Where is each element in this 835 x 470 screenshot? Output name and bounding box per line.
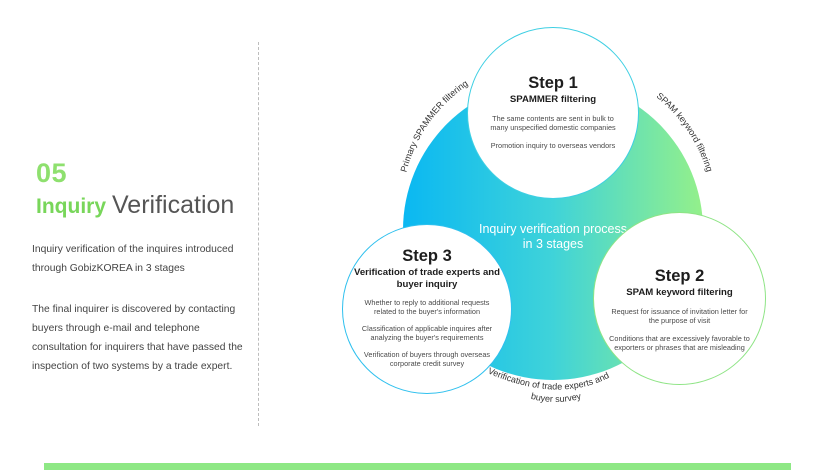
section-title-rest: Verification bbox=[112, 191, 235, 219]
section-title-strong: Inquiry bbox=[36, 195, 107, 218]
arc-label-verification-line2: buyer survey bbox=[530, 391, 582, 404]
section-number: 05 bbox=[36, 158, 68, 188]
step-3-item: Whether to reply to additional requests … bbox=[364, 298, 490, 317]
step-1-subtitle: SPAMMER filtering bbox=[509, 94, 597, 105]
step-3-circle: Step 3 Verification of trade experts and… bbox=[342, 224, 512, 394]
step-1-circle: Step 1 SPAMMER filtering The same conten… bbox=[467, 27, 639, 199]
step-3-title: Step 3 bbox=[402, 247, 452, 265]
bottom-accent-bar bbox=[44, 463, 791, 470]
step-2-item: Conditions that are excessively favorabl… bbox=[609, 333, 750, 353]
step-3-item: Verification of buyers through overseas … bbox=[363, 349, 491, 369]
step-2-title: Step 2 bbox=[654, 267, 705, 285]
detail-paragraph: The final inquirer is discovered by cont… bbox=[32, 304, 243, 372]
vertical-divider bbox=[258, 42, 259, 426]
step-2-circle: Step 2 SPAM keyword filtering Request fo… bbox=[593, 212, 766, 385]
step-1-item: Promotion inquiry to overseas vendors bbox=[490, 140, 616, 150]
step-3-subtitle: Verification of trade experts and buyer … bbox=[353, 267, 501, 290]
step-1-item: The same contents are sent in bulk to ma… bbox=[490, 114, 616, 133]
intro-paragraph: Inquiry verification of the inquires int… bbox=[32, 244, 234, 274]
step-1-title: Step 1 bbox=[528, 74, 578, 92]
step-3-item: Classification of applicable inquires af… bbox=[361, 323, 493, 343]
center-label: Inquiry verification process in 3 stages bbox=[479, 222, 627, 251]
step-2-item: Request for issuance of invitation lette… bbox=[611, 307, 748, 326]
step-2-subtitle: SPAM keyword filtering bbox=[626, 287, 733, 298]
